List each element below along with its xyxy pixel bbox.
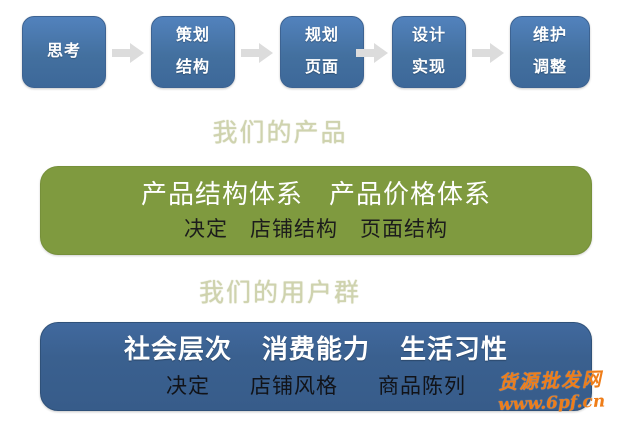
flow-step-maintain[interactable]: 维护 调整	[510, 16, 590, 88]
users-bar: 社会层次 消费能力 生活习性 决定 店铺风格 商品陈列	[40, 322, 592, 411]
products-secondary-item: 店铺结构	[250, 218, 338, 241]
users-primary-item: 社会层次	[123, 334, 232, 364]
flow-step-plan[interactable]: 策划 结构	[151, 16, 235, 88]
flow-step-label: 设计	[411, 27, 446, 44]
flow-step-label: 维护	[532, 27, 567, 44]
products-secondary-item: 页面结构	[360, 218, 448, 241]
flow-step-label: 策划	[175, 27, 210, 44]
products-secondary-row: 决定 店铺结构 页面结构	[41, 216, 591, 244]
products-bar: 产品结构体系 产品价格体系 决定 店铺结构 页面结构	[40, 166, 592, 255]
users-primary-item: 生活习性	[400, 334, 509, 364]
flow-step-label: 思考	[46, 43, 81, 60]
users-primary-item: 消费能力	[261, 334, 370, 364]
process-flow: 思考 策划 结构 规划 页面 设计 实现	[0, 0, 626, 104]
products-secondary-item: 决定	[184, 218, 228, 241]
flow-step-label: 规划	[304, 27, 339, 44]
flow-step-label: 页面	[304, 59, 339, 76]
products-primary-item: 产品结构体系	[140, 179, 303, 209]
section-heading-users: 我们的用户群	[198, 279, 361, 307]
section-heading-products: 我们的产品	[212, 119, 348, 147]
products-primary-row: 产品结构体系 产品价格体系	[41, 177, 591, 211]
users-primary-row: 社会层次 消费能力 生活习性	[41, 331, 591, 367]
flow-step-label: 实现	[411, 59, 446, 76]
arrow-right-icon	[472, 43, 504, 63]
users-secondary-row: 决定 店铺风格 商品陈列	[41, 373, 591, 401]
flow-step-label: 调整	[532, 59, 567, 76]
products-primary-item: 产品价格体系	[329, 179, 492, 209]
arrow-right-icon	[356, 43, 388, 63]
flow-step-think[interactable]: 思考	[22, 16, 106, 88]
users-secondary-item: 商品陈列	[378, 375, 466, 398]
users-secondary-item: 店铺风格	[250, 375, 338, 398]
flow-step-layout[interactable]: 规划 页面	[280, 16, 364, 88]
flow-step-label: 结构	[175, 59, 210, 76]
arrow-right-icon	[241, 43, 273, 63]
arrow-right-icon	[112, 43, 144, 63]
flow-step-design[interactable]: 设计 实现	[392, 16, 466, 88]
users-secondary-item: 决定	[166, 375, 210, 398]
